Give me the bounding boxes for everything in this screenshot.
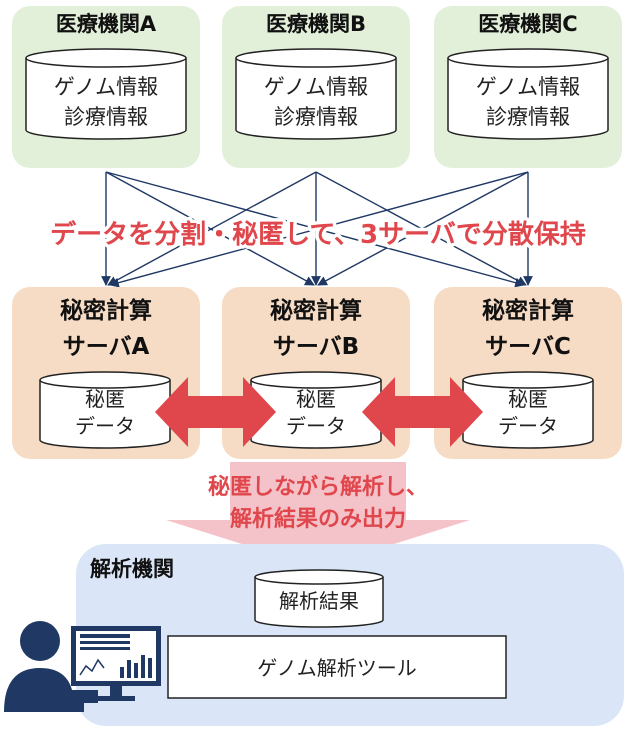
- hospital-c-database-icon: [447, 48, 609, 140]
- analyst-person-icon: [4, 621, 98, 712]
- hospital-c: 医療機関C ゲノム情報 診療情報: [434, 6, 622, 168]
- hospital-c-db-line2: 診療情報: [486, 105, 570, 129]
- analysis-result-database-icon: [254, 569, 384, 628]
- split-caption: データを分割・秘匿して、3サーバで分散保持: [50, 219, 586, 250]
- arrow-b-to-c: [315, 171, 527, 286]
- double-arrow-a-b: [155, 377, 276, 447]
- hospital-c-title: 医療機関C: [478, 12, 577, 36]
- hospital-b-db-line1: ゲノム情報: [264, 75, 368, 99]
- hospital-a-db-line1: ゲノム情報: [54, 75, 158, 99]
- hospital-c-db-line1: ゲノム情報: [476, 75, 580, 99]
- hospital-a-database-icon: [25, 48, 187, 140]
- arrow-c-to-b: [317, 171, 529, 286]
- hospital-b-db-line2: 診療情報: [274, 105, 358, 129]
- server-b-title-line1: 秘密計算: [270, 297, 362, 324]
- distribution-arrows: [101, 171, 533, 288]
- server-a-db-line1: 秘匿: [85, 387, 125, 411]
- server-a: 秘密計算 サーバA 秘匿 データ: [12, 287, 200, 459]
- server-b-db-line2: データ: [286, 414, 346, 438]
- server-c-title-line1: 秘密計算: [482, 297, 574, 324]
- hospital-b: 医療機関B ゲノム情報 診療情報: [222, 6, 410, 168]
- genome-tool-label: ゲノム解析ツール: [257, 656, 416, 680]
- hospital-b-title: 医療機関B: [266, 12, 366, 36]
- analysis-caption-line1: 秘匿しながら解析し、: [208, 474, 428, 500]
- analysis-org-title: 解析機関: [90, 557, 174, 581]
- server-a-title-line2: サーバA: [63, 334, 150, 360]
- hospital-a: 医療機関A ゲノム情報 診療情報: [12, 6, 200, 168]
- server-a-title-line1: 秘密計算: [60, 297, 152, 324]
- hospital-a-db-line2: 診療情報: [64, 105, 148, 129]
- server-a-db-line2: データ: [75, 414, 135, 438]
- output-down-arrow: [166, 462, 470, 568]
- hospital-a-title: 医療機関A: [56, 12, 157, 36]
- computer-monitor-icon: [71, 626, 161, 701]
- server-c-database-icon: [462, 371, 594, 449]
- genome-tool-box: [167, 635, 507, 699]
- server-c-db-line2: データ: [498, 414, 558, 438]
- arrow-a-to-b: [105, 171, 315, 286]
- arrow-c-to-a: [109, 171, 529, 288]
- server-b-db-line1: 秘匿: [296, 387, 336, 411]
- hospital-b-database-icon: [235, 48, 397, 140]
- analysis-caption-line2: 解析結果のみ出力: [230, 506, 406, 532]
- analysis-result-label: 解析結果: [279, 589, 359, 613]
- server-b-title-line2: サーバB: [273, 334, 359, 360]
- server-c-title-line2: サーバC: [485, 334, 571, 360]
- arrow-a-to-c: [105, 171, 525, 288]
- server-c-db-line1: 秘匿: [508, 387, 548, 411]
- server-a-database-icon: [39, 371, 171, 449]
- analysis-organization: 解析機関 解析結果 ゲノム解析ツール: [76, 544, 624, 726]
- double-arrow-b-c: [362, 377, 483, 447]
- arrow-b-to-a: [107, 171, 317, 286]
- server-b-database-icon: [250, 371, 382, 449]
- server-c: 秘密計算 サーバC 秘匿 データ: [434, 287, 622, 459]
